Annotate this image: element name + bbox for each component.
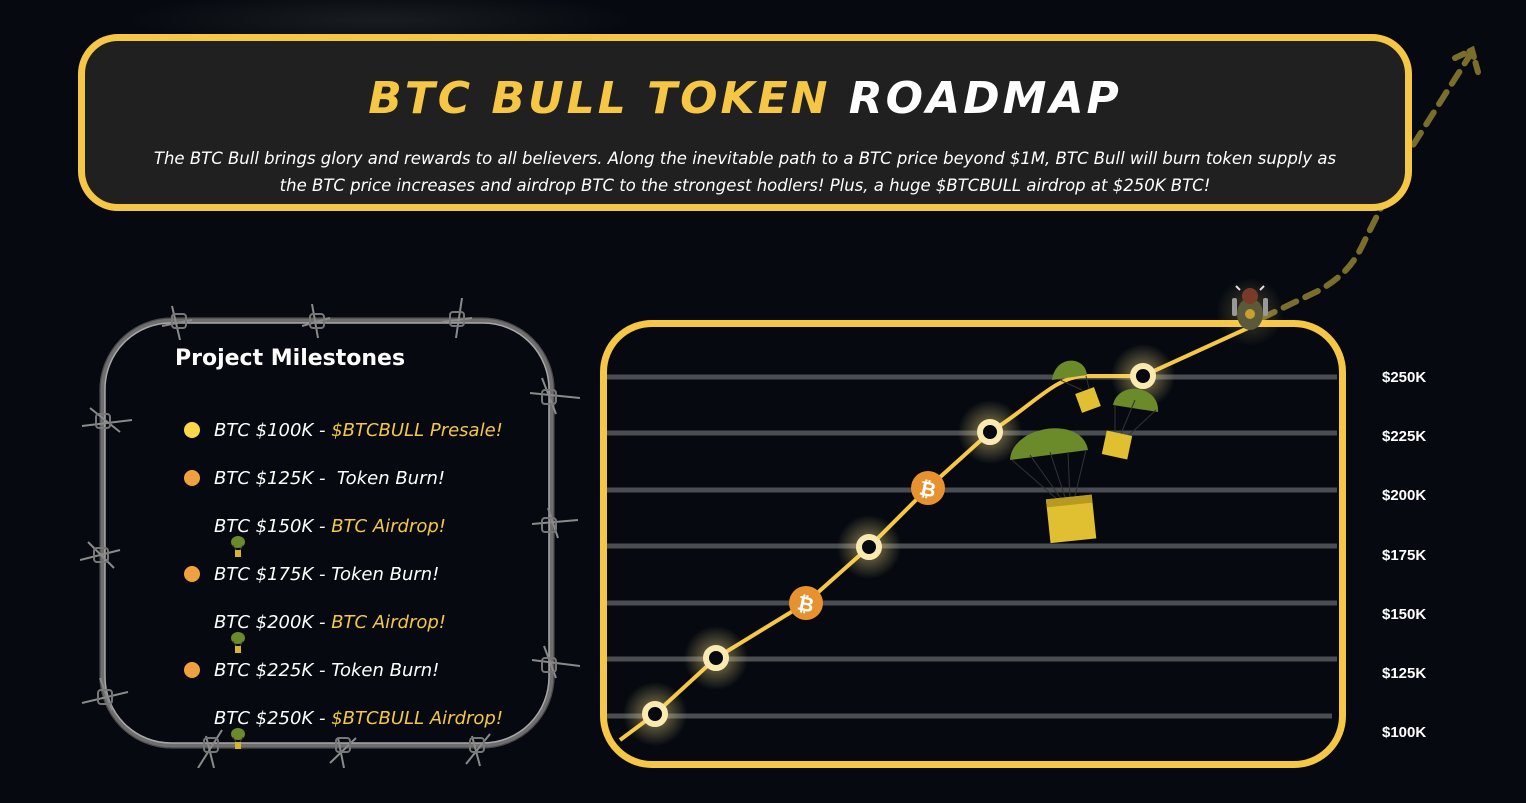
barb-icon — [81, 677, 129, 711]
milestone-label: Token Burn! — [331, 659, 440, 681]
yellow-dot-icon — [184, 422, 200, 438]
roadmap-header: BTC BULL TOKEN ROADMAP The BTC Bull brin… — [78, 34, 1412, 211]
milestone-price: BTC $100K - — [214, 419, 332, 441]
milestone-label: $BTCBULL Airdrop! — [331, 707, 504, 729]
barb-icon — [161, 305, 193, 341]
parachute-icon — [184, 707, 245, 749]
milestone-label: Token Burn! — [331, 563, 440, 585]
orange-dot-icon — [184, 566, 200, 582]
barb-icon — [197, 729, 223, 768]
chart-grid — [607, 374, 1337, 719]
milestone-item: BTC $100K - $BTCBULL Presale! — [184, 406, 503, 454]
y-label: $125K — [1382, 665, 1427, 682]
milestones-title: Project Milestones — [175, 346, 406, 371]
milestone-item: BTC $150K - BTC Airdrop! — [184, 502, 503, 557]
barb-icon — [329, 737, 357, 768]
milestone-label: $BTCBULL Presale! — [331, 419, 503, 441]
milestone-price: BTC $250K - — [214, 707, 332, 729]
milestone-item: BTC $125K - Token Burn! — [184, 454, 503, 502]
milestone-label: Token Burn! — [331, 467, 446, 489]
milestone-price: BTC $125K - — [214, 467, 332, 489]
y-label: $150K — [1382, 606, 1427, 623]
y-label: $175K — [1382, 547, 1427, 564]
barb-icon — [465, 733, 491, 767]
milestone-label: BTC Airdrop! — [331, 611, 447, 633]
title-highlight: BTC BULL TOKEN — [368, 73, 831, 124]
milestone-price: BTC $175K - — [214, 563, 332, 585]
milestone-item: BTC $175K - Token Burn! — [184, 550, 503, 598]
barb-icon — [529, 377, 580, 415]
barb-icon — [531, 645, 580, 679]
milestone-price: BTC $150K - — [214, 515, 332, 537]
orange-dot-icon — [184, 662, 200, 678]
milestones-panel: Project Milestones BTC $100K - $BTCBULL … — [80, 298, 580, 768]
milestone-price: BTC $225K - — [214, 659, 332, 681]
roadmap-description: The BTC Bull brings glory and rewards to… — [153, 149, 1337, 195]
milestone-item: BTC $225K - Token Burn! — [184, 646, 503, 694]
milestone-label: BTC Airdrop! — [331, 515, 447, 537]
y-label: $250K — [1382, 369, 1427, 386]
title-roadmap: ROADMAP — [848, 73, 1122, 124]
parachute-icon — [184, 611, 245, 653]
barb-icon — [441, 298, 473, 339]
arrow-head-icon — [1452, 45, 1481, 75]
barbed-wire-frame — [80, 298, 580, 768]
milestone-item: BTC $250K - $BTCBULL Airdrop! — [184, 694, 504, 749]
barb-icon — [301, 303, 331, 339]
barb-icon — [531, 507, 579, 539]
y-label: $225K — [1382, 428, 1427, 445]
parachute-icon — [184, 515, 245, 557]
page-title: BTC BULL TOKEN ROADMAP — [85, 73, 1405, 125]
barb-icon — [81, 407, 133, 433]
milestones-list: BTC $100K - $BTCBULL Presale! BTC $125K … — [184, 406, 504, 749]
y-label: $200K — [1382, 487, 1427, 504]
barb-icon — [80, 541, 121, 569]
orange-dot-icon — [184, 470, 200, 486]
milestone-price: BTC $200K - — [214, 611, 332, 633]
y-label: $100K — [1382, 724, 1427, 741]
roadmap-chart — [600, 320, 1346, 768]
milestone-item: BTC $200K - BTC Airdrop! — [184, 598, 503, 653]
